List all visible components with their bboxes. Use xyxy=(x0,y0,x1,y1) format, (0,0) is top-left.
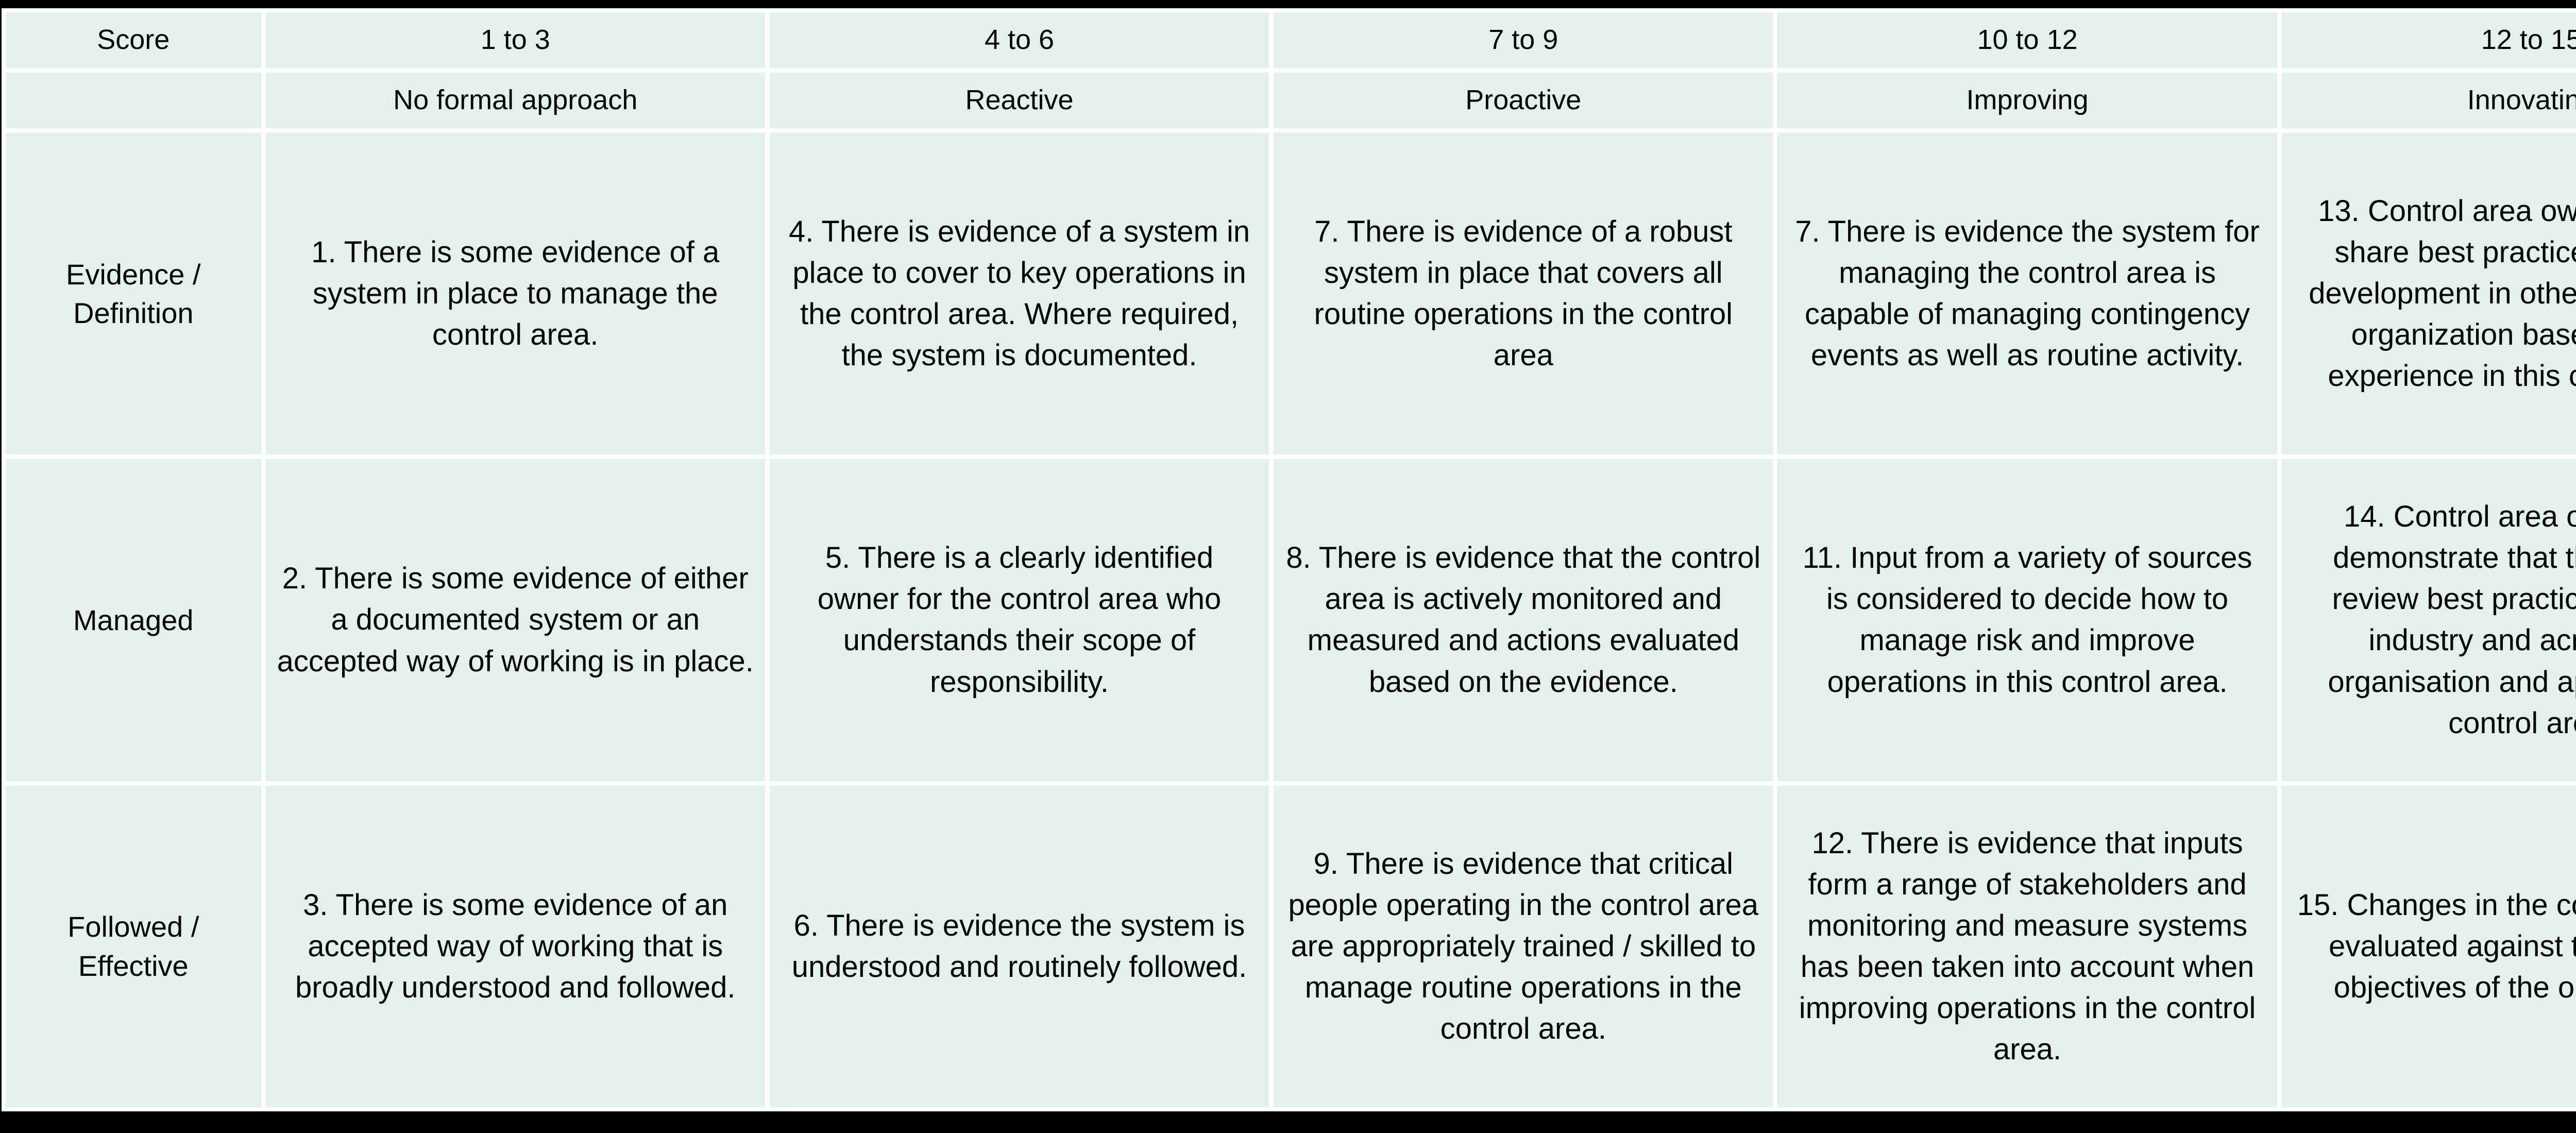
rubric-cell-r2-c1: 2. There is some evidence of either a do… xyxy=(265,459,765,781)
rubric-cell-r3-c4: 12. There is evidence that inputs form a… xyxy=(1777,785,2277,1107)
rubric-cell-r3-c3: 9. There is evidence that critical peopl… xyxy=(1274,785,1773,1107)
score-range-header-4: 10 to 12 xyxy=(1777,12,2277,68)
rubric-cell-r3-c2: 6. There is evidence the system is under… xyxy=(769,785,1269,1107)
row-label-1: Evidence / Definition xyxy=(6,133,261,455)
maturity-level-header-3: Proactive xyxy=(1274,73,1773,128)
rubric-cell-r2-c4: 11. Input from a variety of sources is c… xyxy=(1777,459,2277,781)
row-label-2: Managed xyxy=(6,459,261,781)
rubric-cell-r2-c2: 5. There is a clearly identified owner f… xyxy=(769,459,1269,781)
score-range-header-1: 1 to 3 xyxy=(265,12,765,68)
score-range-header-2: 4 to 6 xyxy=(769,12,1269,68)
rubric-cell-r1-c2: 4. There is evidence of a system in plac… xyxy=(769,133,1269,455)
rubric-cell-r1-c1: 1. There is some evidence of a system in… xyxy=(265,133,765,455)
maturity-level-header-1: No formal approach xyxy=(265,73,765,128)
maturity-level-header-5: Innovating xyxy=(2281,73,2576,128)
rubric-cell-r1-c5: 13. Control area owners actively share b… xyxy=(2281,133,2576,455)
rubric-cell-r3-c1: 3. There is some evidence of an accepted… xyxy=(265,785,765,1107)
score-range-header-5: 12 to 15 xyxy=(2281,12,2576,68)
rubric-cell-r3-c5: 15. Changes in the control area are eval… xyxy=(2281,785,2576,1107)
rubric-cell-r1-c4: 7. There is evidence the system for mana… xyxy=(1777,133,2277,455)
maturity-level-header-4: Improving xyxy=(1777,73,2277,128)
score-corner-header: Score xyxy=(6,12,261,68)
score-range-header-3: 7 to 9 xyxy=(1274,12,1773,68)
rubric-cell-r2-c3: 8. There is evidence that the control ar… xyxy=(1274,459,1773,781)
maturity-level-header-2: Reactive xyxy=(769,73,1269,128)
empty-corner-cell xyxy=(6,73,261,128)
rubric-cell-r1-c3: 7. There is evidence of a robust system … xyxy=(1274,133,1773,455)
row-label-3: Followed / Effective xyxy=(6,785,261,1107)
rubric-cell-r2-c5: 14. Control area owners can demonstrate … xyxy=(2281,459,2576,781)
